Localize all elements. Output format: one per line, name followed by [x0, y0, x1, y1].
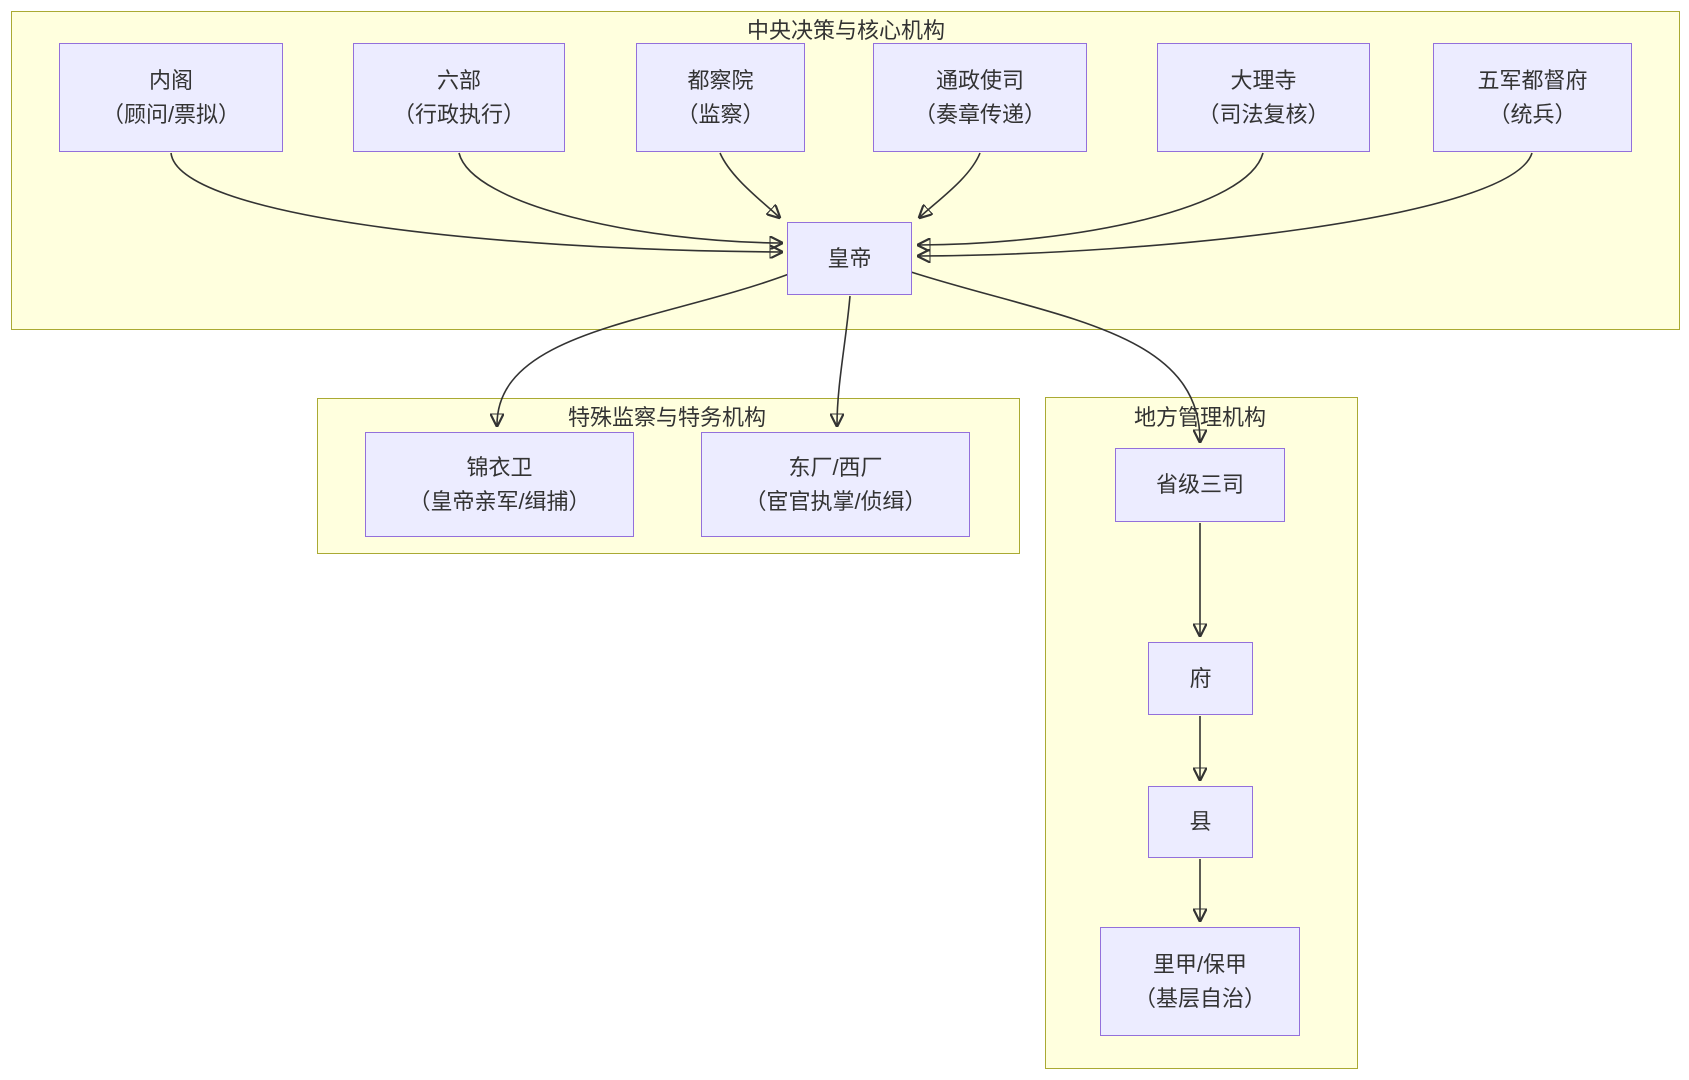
node-grand-secretariat-subtitle: （顾问/票拟） — [101, 101, 241, 127]
edge-judicial-review-to-emperor — [919, 152, 1264, 245]
node-eastern-western-depots-subtitle: （宦官执掌/侦缉） — [744, 488, 927, 514]
cluster-title-central-core: 中央决策与核心机构 — [746, 18, 946, 43]
node-censorate-subtitle: （监察） — [676, 101, 765, 127]
node-five-military-commissions-subtitle: （统兵） — [1488, 101, 1577, 127]
cluster-title-local-administration: 地方管理机构 — [1133, 405, 1267, 430]
node-lijia-baojia: 里甲/保甲 （基层自治） — [1100, 927, 1300, 1036]
node-office-of-transmission-subtitle: （奏章传递） — [913, 101, 1046, 127]
node-county: 县 — [1148, 786, 1253, 858]
node-six-ministries: 六部 （行政执行） — [353, 43, 565, 152]
node-embroidered-uniform-guard-subtitle: （皇帝亲军/缉捕） — [408, 488, 591, 514]
node-prefecture: 府 — [1148, 642, 1253, 715]
edge-censorate-to-emperor — [719, 152, 779, 217]
edge-office-of-transmission-to-emperor — [920, 152, 981, 217]
node-office-of-transmission: 通政使司 （奏章传递） — [873, 43, 1087, 152]
node-emperor-title: 皇帝 — [827, 245, 872, 271]
node-county-title: 县 — [1189, 809, 1212, 834]
node-five-military-commissions: 五军都督府 （统兵） — [1433, 43, 1632, 152]
edge-grand-secretariat-to-emperor — [170, 152, 781, 252]
edge-emperor-to-depots — [837, 295, 851, 425]
cluster-title-special-surveillance: 特殊监察与特务机构 — [567, 405, 767, 430]
edge-emperor-to-embroidered-guard — [497, 273, 790, 425]
node-eastern-western-depots-title: 东厂/西厂 — [788, 454, 883, 480]
node-office-of-transmission-title: 通政使司 — [935, 67, 1024, 93]
node-court-of-judicial-review-subtitle: （司法复核） — [1197, 101, 1330, 127]
node-censorate: 都察院 （监察） — [636, 43, 805, 152]
node-embroidered-uniform-guard-title: 锦衣卫 — [466, 454, 533, 480]
node-five-military-commissions-title: 五军都督府 — [1477, 67, 1588, 93]
node-emperor: 皇帝 — [787, 222, 912, 295]
edge-six-ministries-to-emperor — [458, 152, 781, 243]
node-lijia-baojia-subtitle: （基层自治） — [1133, 985, 1266, 1011]
node-grand-secretariat-title: 内阁 — [148, 67, 193, 93]
node-embroidered-uniform-guard: 锦衣卫 （皇帝亲军/缉捕） — [365, 432, 634, 537]
edge-five-military-to-emperor — [919, 152, 1533, 256]
node-censorate-title: 都察院 — [687, 67, 754, 93]
node-prefecture-title: 府 — [1189, 665, 1212, 691]
node-lijia-baojia-title: 里甲/保甲 — [1152, 951, 1248, 977]
node-provincial-three-commissions: 省级三司 — [1115, 448, 1285, 522]
node-provincial-three-commissions-title: 省级三司 — [1155, 472, 1244, 497]
node-six-ministries-subtitle: （行政执行） — [392, 101, 525, 127]
node-court-of-judicial-review-title: 大理寺 — [1230, 67, 1297, 93]
node-six-ministries-title: 六部 — [436, 67, 481, 93]
node-eastern-western-depots: 东厂/西厂 （宦官执掌/侦缉） — [701, 432, 970, 537]
edge-emperor-to-provincial — [910, 271, 1200, 441]
node-court-of-judicial-review: 大理寺 （司法复核） — [1157, 43, 1370, 152]
node-grand-secretariat: 内阁 （顾问/票拟） — [59, 43, 283, 152]
